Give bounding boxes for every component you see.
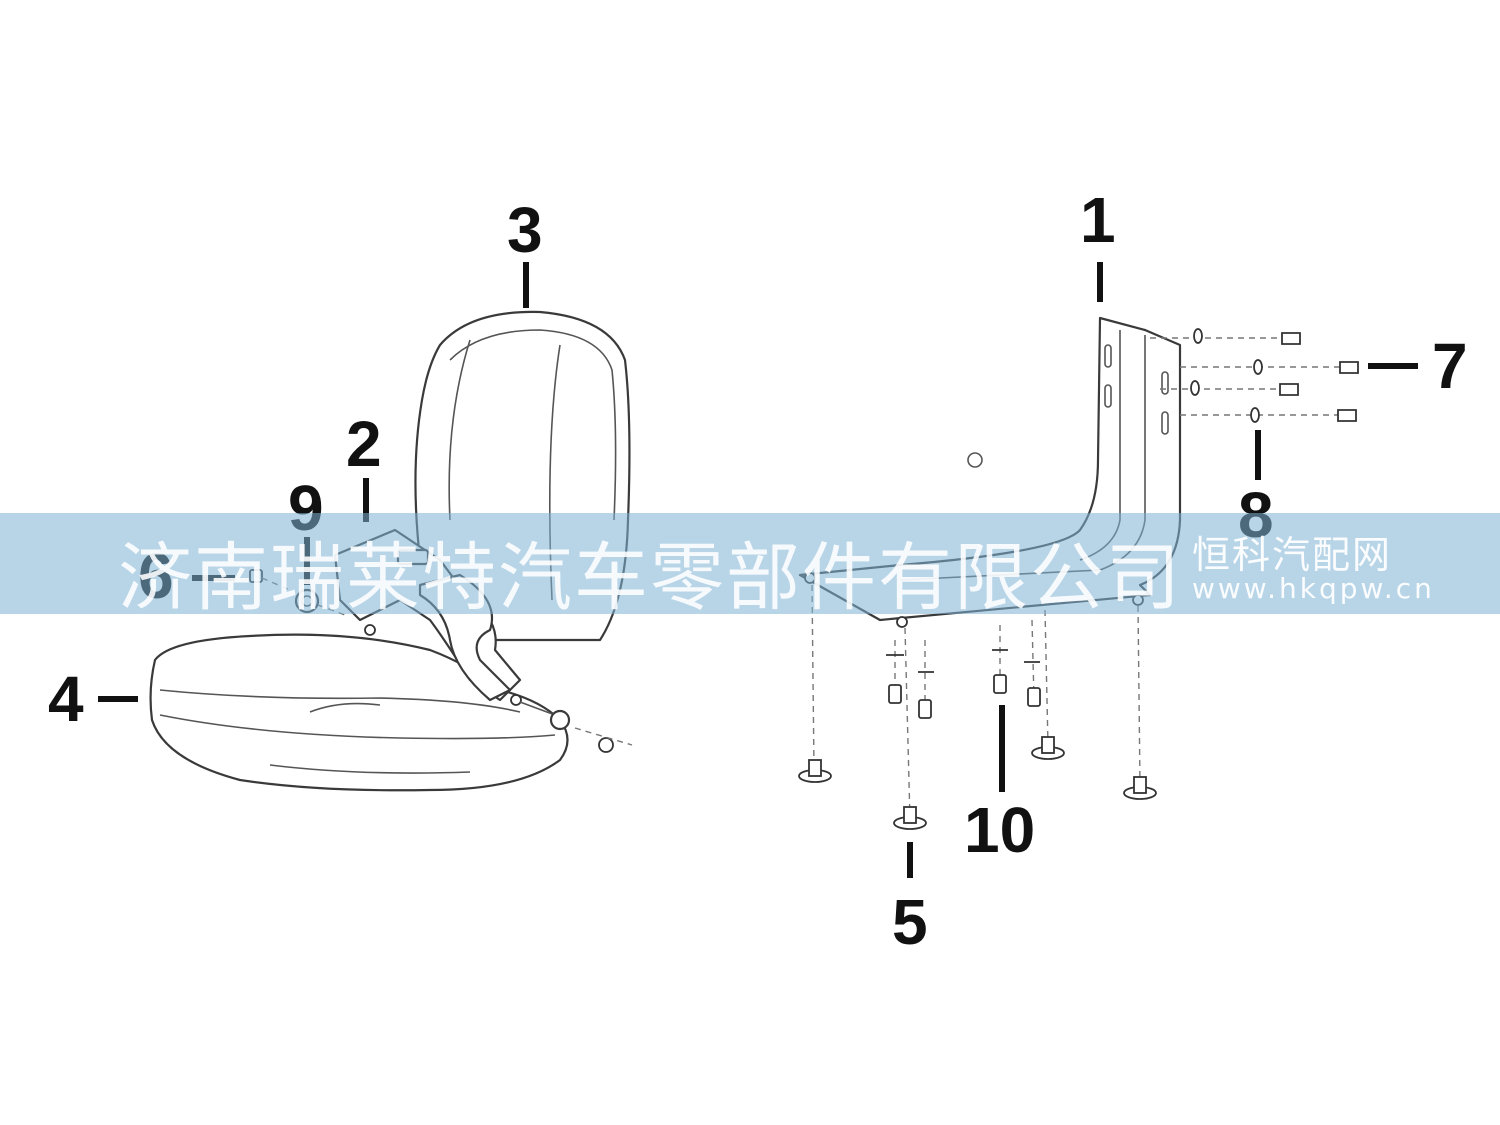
callout-1: 1 [1080,184,1116,256]
callout-2: 2 [346,408,382,480]
watermark-band [0,513,1500,614]
callout-7: 7 [1432,330,1468,402]
callout-5: 5 [892,886,928,958]
seat-cushion [149,633,569,792]
callout-4: 4 [48,663,84,735]
callout-10: 10 [964,794,1035,866]
side-bolts-7-8 [1150,328,1359,423]
watermark-company-text: 济南瑞莱特汽车零部件有限公司 [118,535,1182,621]
watermark-site-name: 恒科汽配网 [1192,533,1393,577]
watermark-url: www.hkqpw.cn [1192,572,1435,605]
callout-3: 3 [507,194,543,266]
bottom-bolts-5-10 [798,584,1157,830]
